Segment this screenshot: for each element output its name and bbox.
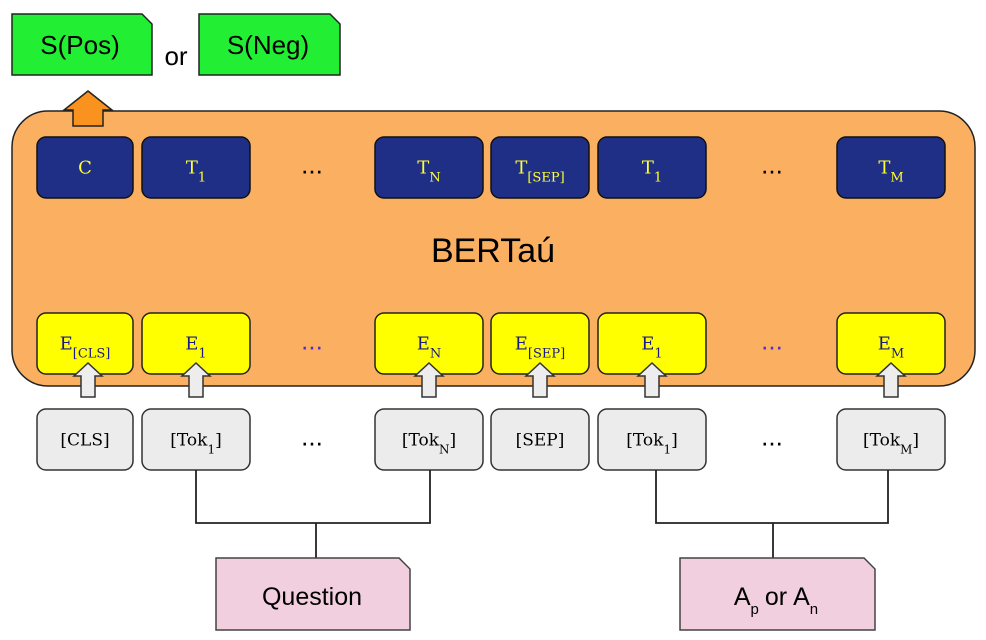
output-neg-box: S(Neg): [198, 13, 341, 76]
token-cell-4: [SEP]: [490, 408, 590, 471]
top-ellipsis-2: ...: [301, 150, 323, 180]
top-ellipsis-6: ...: [761, 150, 783, 180]
top-label-4: T[SEP]: [515, 158, 564, 186]
top-box-3: [374, 136, 484, 199]
token-cell-0: [CLS]: [36, 408, 134, 471]
embed-label-7: EM: [878, 334, 904, 362]
token-box-4: [490, 408, 590, 471]
token-label-0: [CLS]: [60, 431, 109, 451]
output-pos-label: S(Pos): [40, 30, 119, 60]
token-ellipsis-6: ...: [761, 422, 783, 452]
output-or-label: or: [164, 41, 187, 71]
top-label-0: C: [78, 158, 92, 179]
input-arrow-icon-0: [72, 361, 104, 398]
input-arrow-icon-3: [413, 361, 445, 398]
input-arrow-icon-1: [180, 361, 212, 398]
top-cell-7: TM: [836, 136, 946, 199]
embed-cell-3: EN: [374, 312, 484, 375]
token-cell-3: [TokN]: [374, 408, 484, 471]
top-row: C T1... TN T[SEP] T1... TM: [36, 136, 946, 199]
question-input-box: Question: [215, 557, 411, 631]
model-box: [11, 110, 976, 387]
token-ellipsis-2: ...: [301, 422, 323, 452]
top-cell-1: T1: [141, 136, 251, 199]
embed-cell-0: E[CLS]: [36, 312, 134, 375]
input-arrow-icon-5: [636, 361, 668, 398]
token-box-7: [836, 408, 946, 471]
top-box-0: [36, 136, 134, 199]
output-pos-box: S(Pos): [11, 13, 153, 76]
output-neg-label: S(Neg): [227, 30, 309, 60]
question-connector: [195, 470, 431, 558]
top-box-5: [597, 136, 707, 199]
token-box-0: [36, 408, 134, 471]
top-label-5: T1: [642, 158, 662, 186]
top-label-3: TN: [417, 158, 440, 186]
embed-label-5: E1: [641, 334, 662, 362]
token-cell-1: [Tok1]: [141, 408, 251, 471]
token-cell-7: [TokM]: [836, 408, 946, 471]
token-label-3: [TokN]: [402, 431, 456, 457]
token-label-4: [SEP]: [516, 431, 565, 451]
embed-ellipsis-6: ...: [761, 326, 783, 356]
top-cell-5: T1: [597, 136, 707, 199]
embed-label-4: E[SEP]: [515, 334, 565, 362]
embed-label-3: EN: [417, 334, 442, 362]
embed-label-1: E1: [185, 334, 206, 362]
question-label: Question: [262, 583, 362, 611]
embed-cell-5: E1: [597, 312, 707, 375]
top-cell-3: TN: [374, 136, 484, 199]
top-label-1: T1: [186, 158, 206, 186]
top-box-1: [141, 136, 251, 199]
output-arrow-icon: [61, 90, 115, 127]
token-label-1: [Tok1]: [170, 431, 221, 457]
model-name: BERTaú: [431, 232, 555, 270]
embed-ellipsis-2: ...: [301, 326, 323, 356]
top-box-7: [836, 136, 946, 199]
embed-cell-4: E[SEP]: [490, 312, 590, 375]
token-label-5: [Tok1]: [626, 431, 677, 457]
token-box-3: [374, 408, 484, 471]
input-arrow-icon-7: [875, 361, 907, 398]
top-box-4: [490, 136, 590, 199]
embed-label-0: E[CLS]: [60, 334, 111, 362]
input-arrow-icon-4: [524, 361, 556, 398]
top-cell-0: C: [36, 136, 134, 199]
input-arrow-row: [72, 361, 907, 398]
token-cell-5: [Tok1]: [597, 408, 707, 471]
token-label-7: [TokM]: [863, 431, 919, 457]
token-box-5: [597, 408, 707, 471]
top-label-7: TM: [878, 158, 903, 186]
embed-cell-1: E1: [141, 312, 251, 375]
answer-connector: [655, 470, 889, 558]
top-cell-4: T[SEP]: [490, 136, 590, 199]
token-row: [CLS] [Tok1]... [TokN] [SEP] [Tok1]... [TokM]: [36, 408, 946, 471]
